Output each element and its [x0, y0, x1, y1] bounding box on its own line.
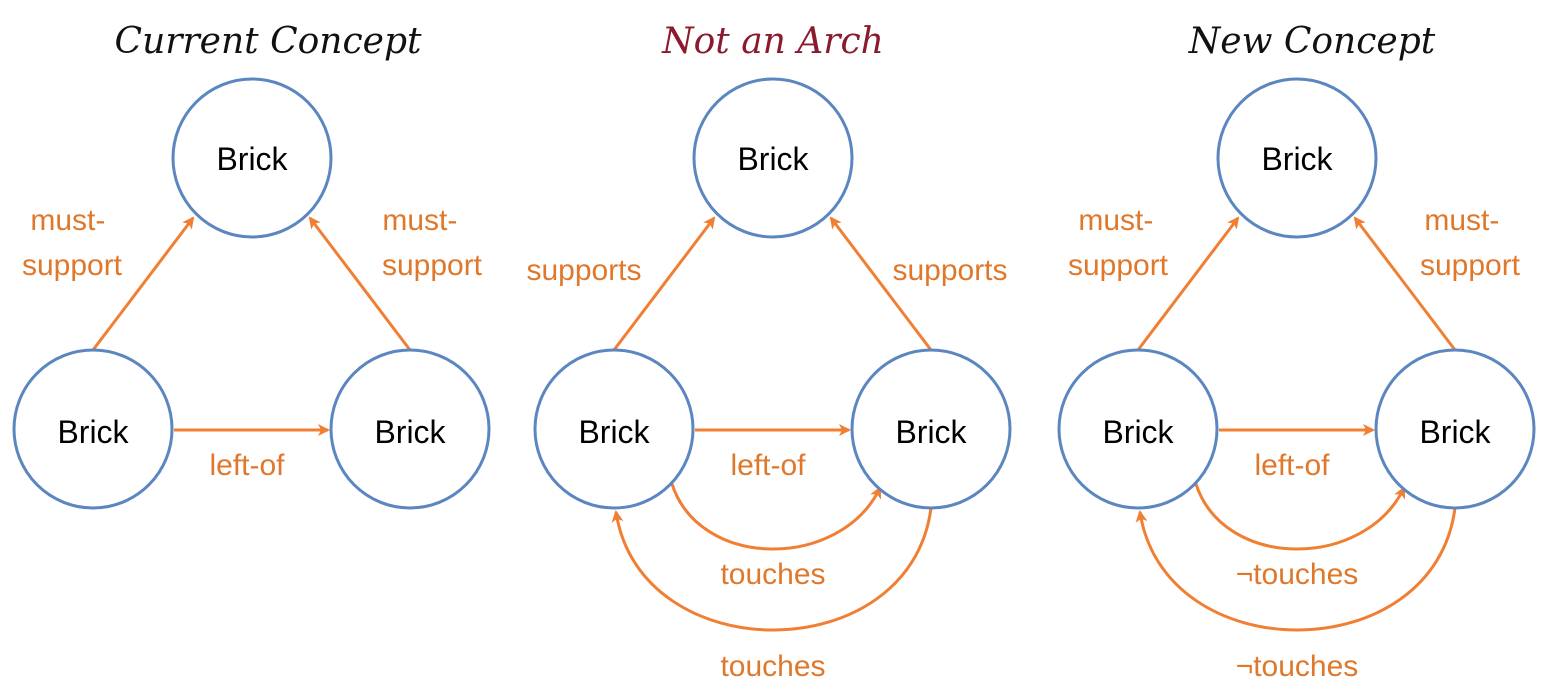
- brick-label-left: Brick: [1102, 414, 1174, 450]
- brick-node-right: [1374, 348, 1536, 510]
- supports-edge-left: [612, 216, 716, 351]
- edge-label-left-up: must- support: [1068, 204, 1169, 282]
- brick-label-left: Brick: [578, 414, 650, 450]
- edge-label-right-up: supports: [892, 254, 1007, 287]
- panel-title: Not an Arch: [661, 21, 884, 62]
- brick-label-top: Brick: [216, 141, 288, 177]
- edge-label-left-of: left-of: [209, 449, 285, 482]
- brick-node-top: [692, 77, 854, 239]
- brick-node-left: [1057, 348, 1219, 510]
- panel-title: New Concept: [1188, 21, 1436, 62]
- brick-node-right: [850, 348, 1012, 510]
- edge-label-left-of: left-of: [730, 449, 806, 482]
- must-support-edge-right: [1353, 216, 1457, 351]
- edge-label-left-up: must- support: [22, 204, 123, 282]
- edge-label-right-up: must- support: [1420, 204, 1521, 282]
- brick-node-top: [171, 77, 333, 239]
- touches-edge-outer: [611, 507, 933, 632]
- edge-label-outer-curve: touches: [720, 650, 825, 683]
- panel-current-concept: Current Concept Brick Brick Brick must- …: [12, 21, 491, 510]
- must-support-edge-left: [91, 216, 195, 351]
- not-touches-edge-outer: [1135, 507, 1457, 632]
- not-touches-edge-inner: [1194, 483, 1406, 551]
- touches-edge-inner: [670, 483, 882, 551]
- brick-label-left: Brick: [57, 414, 129, 450]
- brick-label-right: Brick: [1419, 414, 1491, 450]
- brick-label-top: Brick: [1261, 141, 1333, 177]
- must-support-edge-right: [308, 216, 412, 351]
- brick-label-right: Brick: [374, 414, 446, 450]
- edge-label-left-of: left-of: [1254, 449, 1330, 482]
- brick-node-right: [329, 348, 491, 510]
- edge-label-inner-curve: ¬touches: [1236, 558, 1359, 591]
- brick-node-left: [533, 348, 695, 510]
- must-support-edge-left: [1136, 216, 1240, 351]
- panel-not-an-arch: Not an Arch Brick Brick Brick supports s…: [526, 21, 1012, 683]
- supports-edge-right: [829, 216, 933, 351]
- brick-node-top: [1216, 77, 1378, 239]
- edge-label-left-up: supports: [526, 254, 641, 287]
- brick-label-right: Brick: [895, 414, 967, 450]
- brick-node-left: [12, 348, 174, 510]
- panel-new-concept: New Concept Brick Brick Brick must- supp…: [1057, 21, 1536, 683]
- brick-label-top: Brick: [737, 141, 809, 177]
- edge-label-right-up: must- support: [382, 204, 483, 282]
- edge-label-inner-curve: touches: [720, 558, 825, 591]
- edge-label-outer-curve: ¬touches: [1236, 650, 1359, 683]
- panel-title: Current Concept: [115, 21, 422, 62]
